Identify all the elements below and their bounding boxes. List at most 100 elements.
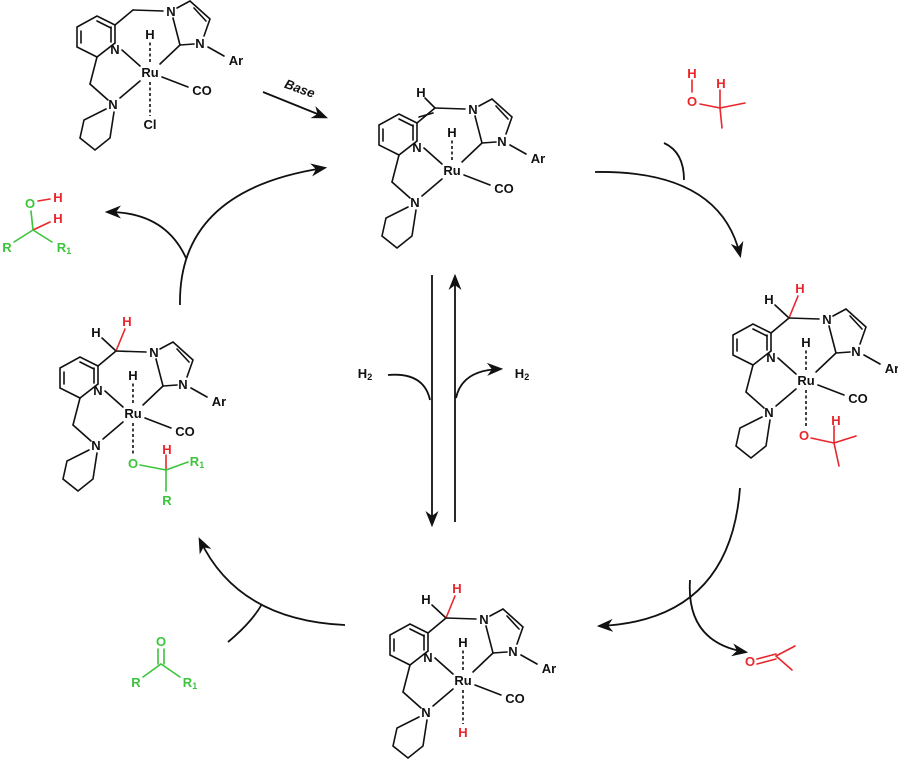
methylene-h-text: H bbox=[421, 592, 430, 607]
imidazole-bond bbox=[835, 351, 851, 354]
methylene-bond bbox=[427, 617, 447, 634]
c-h-bond bbox=[424, 97, 436, 109]
imidazole-n1: N bbox=[149, 345, 158, 360]
aryl-group: Ar bbox=[885, 361, 898, 376]
acetone-product: O bbox=[745, 645, 796, 671]
acetone-release-arrow bbox=[688, 579, 749, 657]
ketone-o: O bbox=[156, 634, 166, 649]
imidazole-ring bbox=[478, 98, 513, 135]
pyridine-n-text: N bbox=[423, 650, 432, 665]
pyridine-ring bbox=[378, 113, 418, 156]
carbonyl-ligand-text: CO bbox=[192, 83, 212, 98]
aryl-group-text: Ar bbox=[531, 151, 545, 166]
methylene-n-bond bbox=[434, 107, 466, 110]
imidazole-n1: N bbox=[479, 612, 488, 627]
imidazole-n1-text: N bbox=[149, 345, 158, 360]
h2-out-label-text: H bbox=[515, 366, 524, 381]
new-hydride-text: H bbox=[458, 725, 467, 740]
isopropoxide-h-text: H bbox=[831, 413, 840, 428]
isopropoxide-o-text: O bbox=[799, 428, 809, 443]
imidazole-bond bbox=[172, 17, 181, 46]
ru-hydride-text: H bbox=[145, 27, 154, 42]
alkoxide-o-text: O bbox=[128, 456, 138, 471]
alcohol-r1: R1 bbox=[57, 240, 71, 257]
methyl-bond bbox=[719, 107, 723, 129]
h2-out-label: H2 bbox=[515, 366, 529, 383]
c-r-bond bbox=[13, 229, 34, 243]
ruthenium: Ru bbox=[797, 373, 814, 388]
amine-n-text: N bbox=[410, 195, 419, 210]
aryl-group: Ar bbox=[531, 151, 545, 166]
methylene-bond bbox=[114, 9, 134, 26]
methylene-h: H bbox=[91, 325, 100, 340]
carbonyl-ligand: CO bbox=[848, 391, 868, 406]
imidazole-bond bbox=[828, 325, 837, 354]
r1-group-text: R bbox=[190, 454, 200, 469]
transferred-h: H bbox=[122, 314, 131, 329]
amine-n-text: N bbox=[421, 705, 430, 720]
methylene-n-bond bbox=[132, 9, 164, 12]
isopropoxide-o: O bbox=[799, 428, 809, 443]
amine-n-text: N bbox=[764, 405, 773, 420]
imidazole-n3: N bbox=[851, 344, 860, 359]
amine-n: N bbox=[91, 438, 100, 453]
h2-in-label: H2 bbox=[358, 366, 372, 383]
c-h-bond-deuterated bbox=[115, 328, 126, 352]
imidazole-ring bbox=[176, 0, 211, 37]
base-label: Base bbox=[283, 76, 317, 101]
cycle-arrow-top-left bbox=[179, 163, 328, 306]
carbonyl-ligand-text: CO bbox=[848, 391, 868, 406]
isopropanol-entry-arrow bbox=[663, 142, 685, 181]
h2-uptake-arrow bbox=[387, 373, 431, 401]
o-c-bond bbox=[699, 103, 721, 109]
methylene-h-text: H bbox=[91, 325, 100, 340]
methylene-arm bbox=[745, 391, 765, 409]
methylene-arm bbox=[402, 664, 411, 693]
new-hydride: H bbox=[458, 725, 467, 740]
methylene-h: H bbox=[421, 592, 430, 607]
n-aryl-bond bbox=[520, 654, 538, 665]
o-c-bond bbox=[139, 464, 167, 471]
imidazole-bond bbox=[485, 625, 494, 654]
methyl-bond bbox=[719, 102, 746, 109]
c-r1-bond bbox=[160, 663, 181, 678]
ru-hydride-text: H bbox=[128, 368, 137, 383]
pyridine-double-bond bbox=[752, 328, 768, 337]
c-r1-bond bbox=[32, 229, 53, 243]
methylene-arm bbox=[391, 154, 400, 183]
c-h-bond bbox=[431, 604, 447, 619]
isopropanol-o-text: O bbox=[687, 94, 697, 109]
alcohol-oh-h-text: H bbox=[53, 190, 62, 205]
ru-co-bond bbox=[463, 174, 491, 186]
ru-pyridine-bond bbox=[121, 49, 141, 67]
amine-n-text: N bbox=[91, 438, 100, 453]
c-r1-bond bbox=[165, 461, 189, 471]
imidazole-n1-text: N bbox=[166, 4, 175, 19]
ketone-r1-text: R bbox=[183, 675, 193, 690]
imidazole-ring bbox=[489, 608, 524, 645]
r-group: R bbox=[162, 493, 172, 508]
ru-amine-bond bbox=[775, 388, 797, 407]
ru-amine-bond bbox=[421, 178, 443, 197]
transferred-h: H bbox=[452, 581, 461, 596]
pyridine-n-text: N bbox=[93, 383, 102, 398]
imidazole-n1-text: N bbox=[822, 312, 831, 327]
ketone-o-text: O bbox=[156, 634, 166, 649]
carbonyl-ligand-text: CO bbox=[505, 691, 525, 706]
n-aryl-bond bbox=[863, 354, 881, 365]
imidazole-n1: N bbox=[166, 4, 175, 19]
alcohol-r1-subscript: 1 bbox=[66, 246, 71, 256]
alcohol-release-arrow bbox=[104, 205, 187, 259]
imidazole-ring bbox=[832, 308, 867, 345]
isopropanol-o: O bbox=[687, 94, 697, 109]
pyridine-double-bond bbox=[409, 628, 425, 637]
pyridine-n: N bbox=[412, 140, 421, 155]
pyridine-n-text: N bbox=[766, 350, 775, 365]
o-c-bond bbox=[810, 437, 835, 444]
base-arrow bbox=[262, 91, 329, 119]
methylene-arm bbox=[89, 83, 109, 101]
r1-group-subscript: 1 bbox=[199, 460, 204, 470]
